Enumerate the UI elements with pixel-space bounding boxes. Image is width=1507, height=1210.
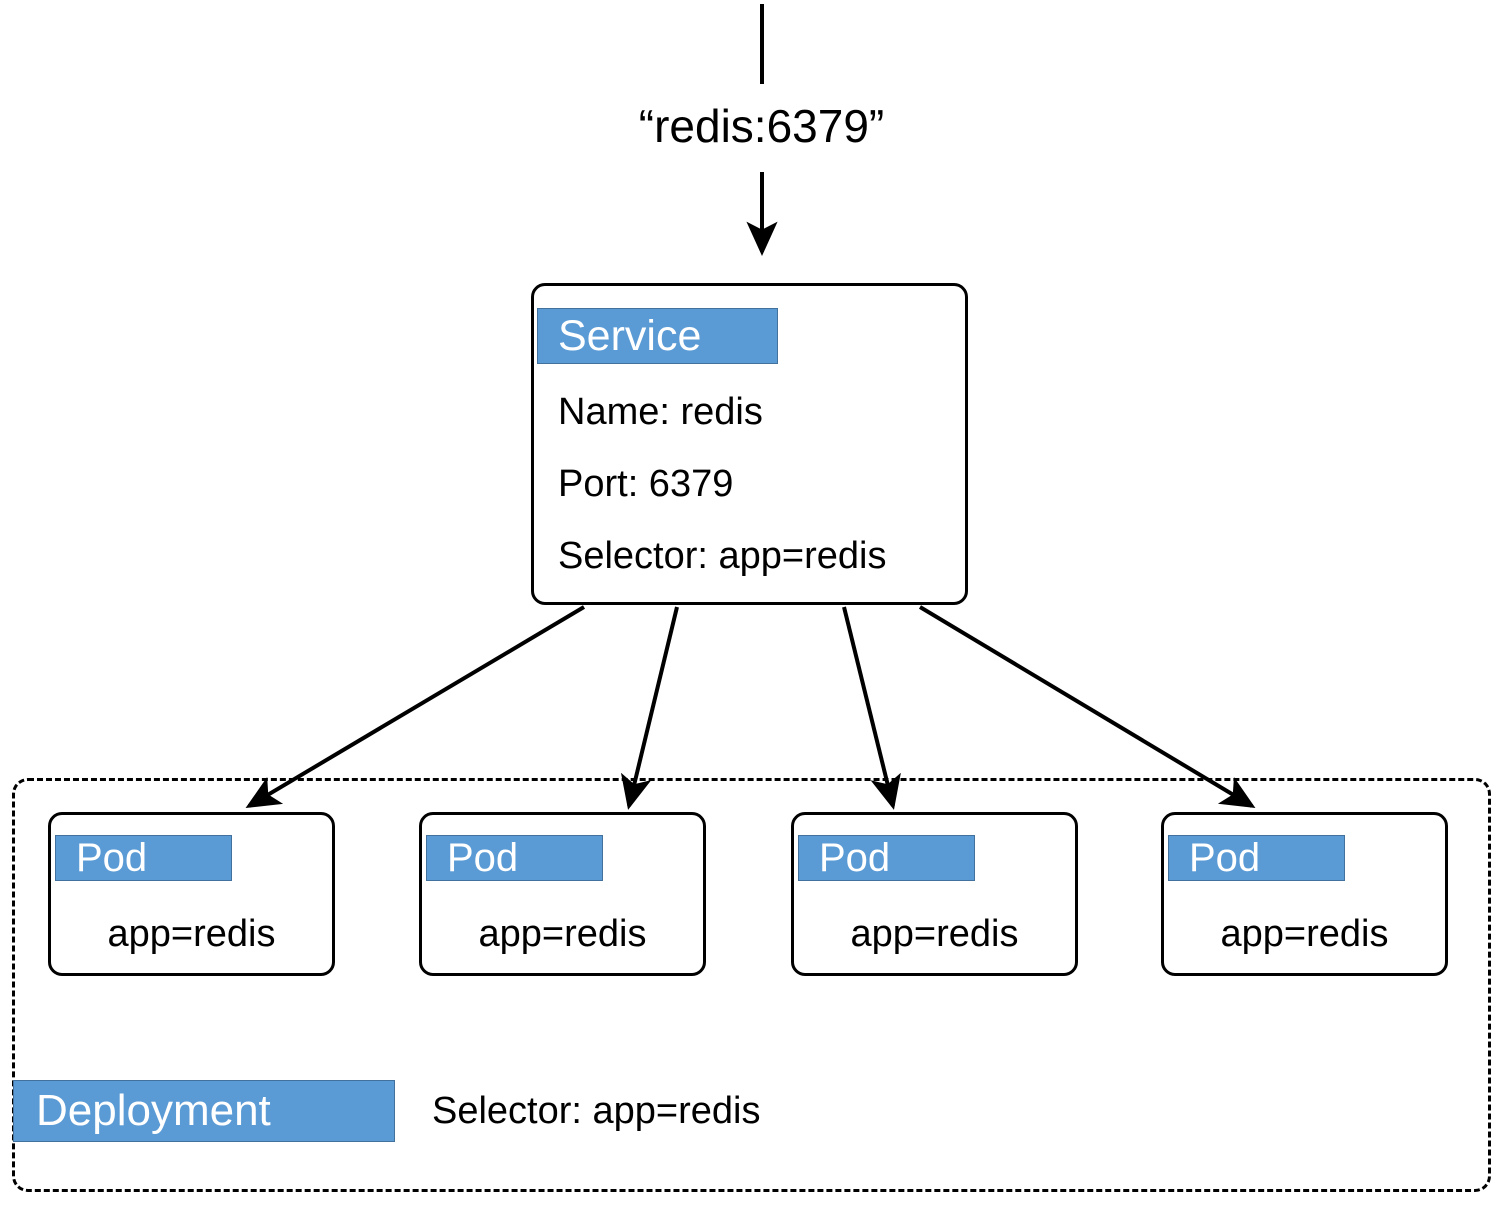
deployment-boundary bbox=[12, 778, 1491, 1192]
pod-node[interactable]: Pod app=redis bbox=[791, 812, 1078, 976]
service-to-pod-2-arrow bbox=[620, 606, 679, 810]
pod-badge-label: Pod bbox=[819, 835, 891, 880]
pod-badge-label: Pod bbox=[1189, 835, 1261, 880]
pod-badge: Pod bbox=[426, 835, 603, 881]
pod-badge: Pod bbox=[798, 835, 975, 881]
pod-badge-label: Pod bbox=[447, 835, 519, 880]
pod-node[interactable]: Pod app=redis bbox=[1161, 812, 1448, 976]
deployment-selector-text: Selector: app=redis bbox=[432, 1090, 761, 1132]
pod-badge: Pod bbox=[55, 835, 232, 881]
service-to-pod-1-arrow bbox=[245, 605, 586, 809]
service-badge-label: Service bbox=[558, 311, 702, 360]
pod-label: app=redis bbox=[1220, 913, 1389, 955]
ingress-label-text: “redis:6379” bbox=[638, 100, 885, 152]
pod-label: app=redis bbox=[107, 913, 276, 955]
deployment-badge: Deployment bbox=[13, 1080, 395, 1142]
pod-node[interactable]: Pod app=redis bbox=[419, 812, 706, 976]
pod-label: app=redis bbox=[478, 913, 647, 955]
pod-label: app=redis bbox=[850, 913, 1019, 955]
pod-node[interactable]: Pod app=redis bbox=[48, 812, 335, 976]
service-node[interactable]: Service Name: redis Port: 6379 Selector:… bbox=[531, 283, 968, 605]
service-badge: Service bbox=[537, 308, 778, 364]
service-name-line: Name: redis bbox=[558, 391, 763, 433]
service-to-pod-3-arrow bbox=[842, 606, 901, 810]
service-to-pod-4-arrow bbox=[918, 605, 1256, 809]
deployment-badge-label: Deployment bbox=[36, 1086, 271, 1135]
ingress-label: “redis:6379” bbox=[0, 98, 1507, 154]
pod-badge-label: Pod bbox=[76, 835, 148, 880]
pod-badge: Pod bbox=[1168, 835, 1345, 881]
service-port-line: Port: 6379 bbox=[558, 463, 734, 505]
service-selector-line: Selector: app=redis bbox=[558, 535, 887, 577]
